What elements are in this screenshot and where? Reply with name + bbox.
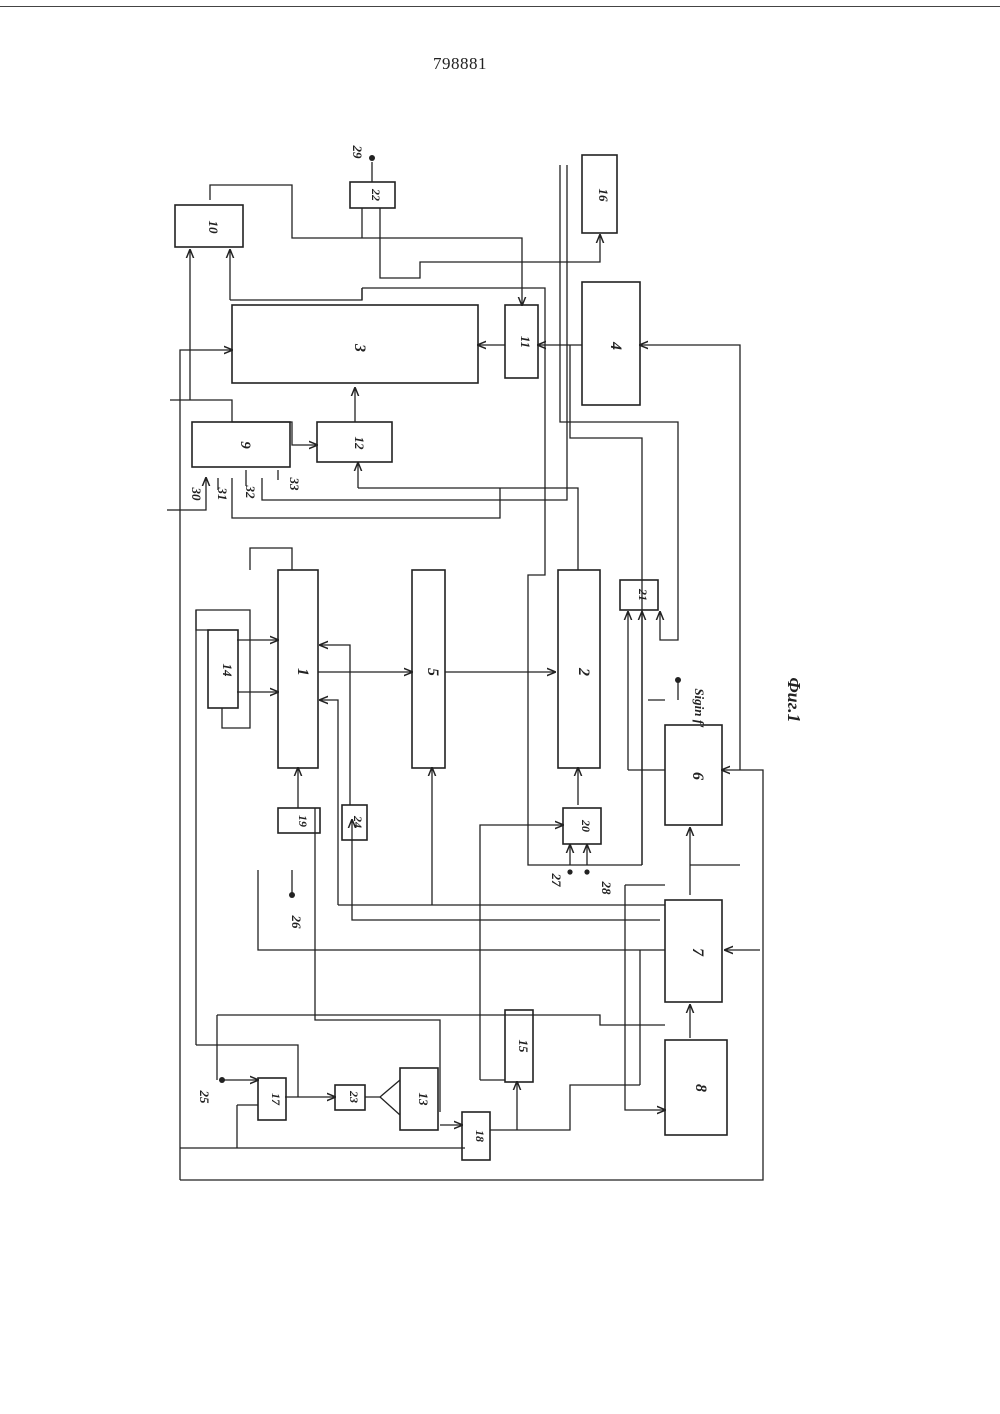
terminal-30: 30 [189,487,204,502]
signal-label: Sigin f' [692,688,707,728]
block-22: 22 [350,182,395,208]
block-10: 10 [175,205,243,247]
block-12: 12 [317,422,392,462]
block-11: 11 [505,305,538,378]
svg-text:12: 12 [352,437,367,451]
block-16: 16 [582,155,617,233]
terminal-28: 28 [584,869,614,895]
svg-text:3: 3 [351,343,368,352]
wire-outer-frame [180,770,763,1180]
svg-text:10: 10 [206,221,221,235]
terminal-32: 32 [243,470,258,499]
block-23: 23 [335,1085,365,1110]
svg-text:25: 25 [197,1090,212,1105]
block-2: 2 [558,570,600,768]
svg-text:2: 2 [575,667,592,676]
block-19: 19 [278,808,320,833]
wire-left-bus [180,350,232,1180]
block-4: 4 [582,282,640,405]
block-5: 5 [412,570,445,768]
svg-text:17: 17 [269,1093,283,1106]
svg-text:6: 6 [689,772,706,780]
svg-text:30: 30 [189,487,204,502]
terminal-29: 29 [350,145,375,162]
block-3: 3 [232,305,478,383]
block-9: 9 [192,422,290,467]
block-24: 24 [342,805,367,840]
svg-text:4: 4 [607,341,624,350]
block-6: 6 [665,725,722,825]
terminal-27: 27 [549,869,573,887]
terminal-26: 26 [289,870,304,929]
svg-text:20: 20 [579,819,593,832]
svg-text:9: 9 [237,441,253,449]
svg-text:23: 23 [347,1090,361,1103]
terminal-33: 33 [278,470,302,491]
svg-text:8: 8 [692,1084,709,1092]
block-15: 15 [505,1010,533,1082]
block-13: 13 [400,1068,438,1130]
svg-text:19: 19 [296,815,310,827]
block-20: 20 [563,808,601,844]
svg-text:22: 22 [369,188,383,201]
figure-caption: Фиг.1 [784,677,804,722]
block-14: 14 [208,630,238,708]
svg-text:18: 18 [473,1130,487,1142]
svg-text:31: 31 [215,487,230,501]
svg-text:11: 11 [518,336,533,348]
svg-text:26: 26 [289,915,304,930]
svg-text:14: 14 [220,664,235,678]
svg-text:27: 27 [549,873,564,888]
block-7: 7 [665,900,722,1002]
svg-text:28: 28 [599,881,614,896]
svg-text:32: 32 [243,485,258,500]
svg-text:33: 33 [287,477,302,492]
svg-text:1: 1 [294,668,311,676]
svg-text:16: 16 [596,189,611,203]
block-17: 17 [258,1078,286,1120]
block-21: 21 [620,580,658,610]
wires [167,162,763,1180]
svg-text:21: 21 [636,588,650,601]
svg-text:7: 7 [689,948,706,957]
terminal-31: 31 [215,478,230,501]
terminal-25: 25 [197,1077,225,1104]
block-1: 1 [278,570,318,768]
block-8: 8 [665,1040,727,1135]
svg-text:15: 15 [516,1040,531,1054]
svg-text:5: 5 [424,668,441,676]
svg-text:24: 24 [351,815,365,828]
block-18: 18 [462,1112,490,1160]
signal-output: Sigin f' [675,677,707,728]
svg-text:13: 13 [416,1093,431,1107]
svg-text:29: 29 [350,145,365,160]
